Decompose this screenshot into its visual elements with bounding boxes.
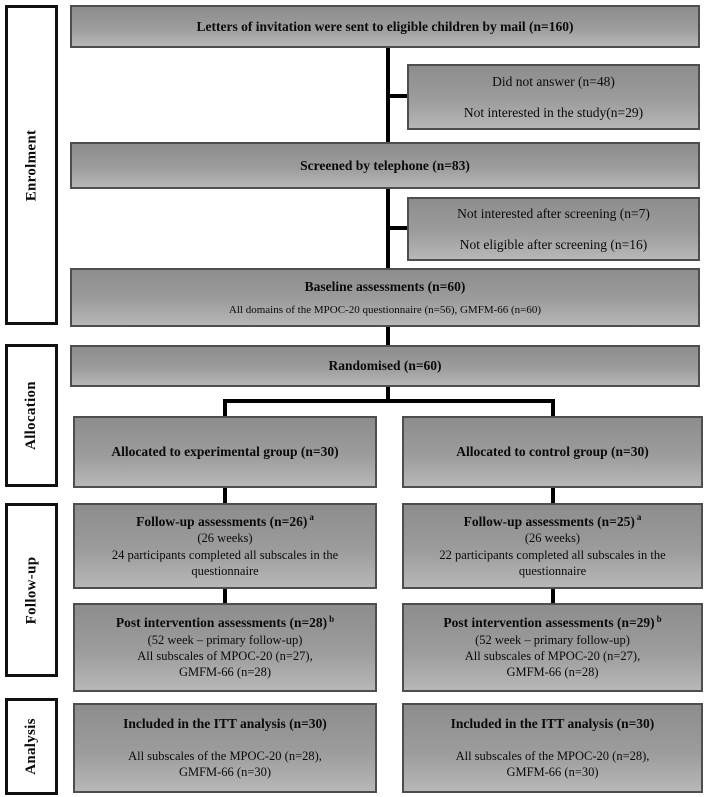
box-screened: Screened by telephone (n=83) bbox=[70, 142, 700, 189]
excluded-screening-line2: Not eligible after screening (n=16) bbox=[459, 236, 648, 252]
stage-box-enrolment: Enrolment bbox=[5, 5, 58, 325]
connector-to-excluded-screening bbox=[388, 226, 409, 230]
itt-control-mpoc: All subscales of the MPOC-20 (n=28), bbox=[455, 749, 650, 764]
followup-experimental-title: Follow-up assessments (n=26)a bbox=[136, 513, 314, 531]
connector-right-followup-to-post bbox=[551, 587, 555, 604]
connector-right-allocated-to-followup bbox=[551, 486, 555, 504]
box-post-control: Post intervention assessments (n=29)b (5… bbox=[402, 603, 703, 692]
excluded-mail-line1: Did not answer (n=48) bbox=[492, 73, 615, 89]
box-invitation: Letters of invitation were sent to eligi… bbox=[70, 5, 700, 48]
stage-label-enrolment: Enrolment bbox=[23, 129, 39, 201]
footnote-a-marker: a bbox=[636, 512, 642, 523]
followup-experimental-title-text: Follow-up assessments (n=26) bbox=[136, 513, 308, 529]
box-followup-control: Follow-up assessments (n=25)a (26 weeks)… bbox=[402, 503, 703, 589]
allocated-control-title: Allocated to control group (n=30) bbox=[456, 444, 649, 460]
box-allocated-control: Allocated to control group (n=30) bbox=[402, 416, 703, 488]
connector-branch-right-stub bbox=[551, 399, 555, 417]
post-experimental-mpoc: All subscales of MPOC-20 (n=27), bbox=[137, 649, 313, 664]
box-followup-experimental: Follow-up assessments (n=26)a (26 weeks)… bbox=[73, 503, 377, 589]
allocated-experimental-title: Allocated to experimental group (n=30) bbox=[111, 444, 339, 460]
followup-control-weeks: (26 weeks) bbox=[524, 531, 581, 546]
box-excluded-screening: Not interested after screening (n=7) Not… bbox=[407, 197, 700, 261]
post-control-week: (52 week – primary follow-up) bbox=[475, 632, 630, 647]
connector-branch-left-stub bbox=[223, 399, 227, 417]
followup-experimental-weeks: (26 weeks) bbox=[197, 531, 253, 546]
post-experimental-gmfm: GMFM-66 (n=28) bbox=[178, 665, 272, 680]
box-invitation-title: Letters of invitation were sent to eligi… bbox=[196, 18, 574, 34]
box-itt-control: Included in the ITT analysis (n=30) All … bbox=[402, 703, 703, 793]
stage-box-allocation: Allocation bbox=[5, 344, 58, 487]
box-baseline-title: Baseline assessments (n=60) bbox=[304, 279, 466, 295]
itt-experimental-mpoc: All subscales of the MPOC-20 (n=28), bbox=[128, 749, 322, 764]
connector-randomised-to-branch bbox=[386, 386, 390, 403]
stage-label-allocation: Allocation bbox=[23, 381, 39, 450]
post-control-gmfm: GMFM-66 (n=28) bbox=[506, 665, 599, 680]
footnote-b-marker: b bbox=[329, 613, 335, 624]
box-baseline-subtitle: All domains of the MPOC-20 questionnaire… bbox=[228, 303, 542, 316]
excluded-screening-line1: Not interested after screening (n=7) bbox=[457, 205, 650, 221]
post-control-title-text: Post intervention assessments (n=29) bbox=[443, 615, 655, 631]
stage-label-analysis: Analysis bbox=[23, 718, 39, 775]
connector-branch-horizontal bbox=[223, 399, 555, 403]
itt-experimental-title: Included in the ITT analysis (n=30) bbox=[123, 716, 327, 732]
followup-control-detail: 22 participants completed all subscales … bbox=[439, 547, 666, 578]
connector-left-allocated-to-followup bbox=[223, 486, 227, 504]
box-post-experimental: Post intervention assessments (n=28)b (5… bbox=[73, 603, 377, 692]
excluded-mail-line2: Not interested in the study(n=29) bbox=[463, 104, 644, 120]
post-experimental-title-text: Post intervention assessments (n=28) bbox=[115, 615, 328, 631]
stage-box-followup: Follow-up bbox=[5, 503, 58, 677]
stage-label-followup: Follow-up bbox=[23, 556, 39, 624]
followup-control-title: Follow-up assessments (n=25)a bbox=[464, 513, 642, 531]
itt-control-title: Included in the ITT analysis (n=30) bbox=[450, 716, 655, 732]
box-baseline: Baseline assessments (n=60) All domains … bbox=[70, 268, 700, 327]
connector-left-followup-to-post bbox=[223, 587, 227, 604]
box-randomised: Randomised (n=60) bbox=[70, 345, 700, 387]
box-screened-title: Screened by telephone (n=83) bbox=[300, 157, 470, 173]
followup-experimental-detail: 24 participants completed all subscales … bbox=[111, 547, 339, 578]
post-control-title: Post intervention assessments (n=29)b bbox=[443, 614, 661, 632]
post-experimental-title: Post intervention assessments (n=28)b bbox=[116, 614, 334, 632]
post-experimental-week: (52 week – primary follow-up) bbox=[147, 632, 303, 647]
connector-to-excluded-mail bbox=[388, 94, 409, 98]
itt-experimental-gmfm: GMFM-66 (n=30) bbox=[178, 765, 272, 780]
footnote-a-marker: a bbox=[309, 512, 314, 523]
box-allocated-experimental: Allocated to experimental group (n=30) bbox=[73, 416, 377, 488]
post-control-mpoc: All subscales of MPOC-20 (n=27), bbox=[464, 649, 641, 664]
followup-control-title-text: Follow-up assessments (n=25) bbox=[463, 513, 635, 529]
box-itt-experimental: Included in the ITT analysis (n=30) All … bbox=[73, 703, 377, 793]
itt-control-gmfm: GMFM-66 (n=30) bbox=[506, 765, 599, 780]
connector-baseline-to-randomised bbox=[386, 326, 390, 346]
box-excluded-mail: Did not answer (n=48) Not interested in … bbox=[407, 64, 700, 130]
footnote-b-marker: b bbox=[656, 613, 662, 624]
box-randomised-title: Randomised (n=60) bbox=[328, 358, 442, 374]
stage-box-analysis: Analysis bbox=[5, 698, 58, 795]
